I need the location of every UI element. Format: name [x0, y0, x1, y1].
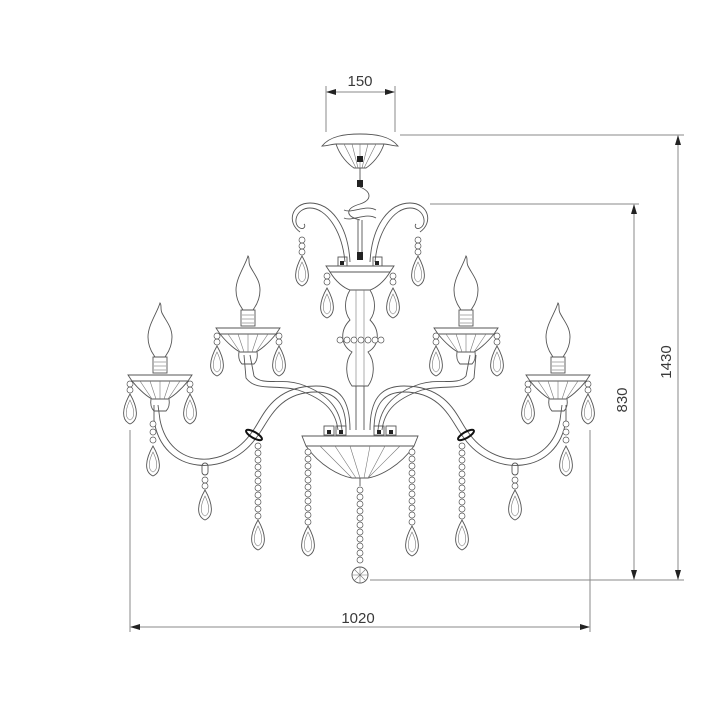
bottom-bowl	[301, 425, 419, 486]
upper-left-hook	[291, 202, 351, 287]
center-chain	[343, 186, 377, 260]
dimension-body-height: 830	[430, 203, 639, 580]
candle-arm-1	[123, 302, 197, 477]
dimension-canopy-width: 150	[325, 73, 396, 132]
center-column	[320, 256, 400, 430]
dimension-label-830: 830	[614, 387, 631, 412]
dimension-overall-height: 1430	[370, 134, 684, 581]
main-arms	[153, 354, 567, 466]
dimension-overall-width: 1020	[129, 430, 591, 632]
dimension-label-150: 150	[347, 73, 372, 90]
dimension-label-1020: 1020	[341, 610, 374, 627]
bead-strands	[198, 442, 522, 584]
candle-arm-3	[429, 255, 504, 377]
canopy	[321, 133, 399, 187]
candle-arm-2	[210, 255, 286, 377]
dimension-label-1430: 1430	[658, 345, 675, 378]
upper-right-hook	[369, 202, 429, 287]
bottom-ball-strand	[351, 486, 369, 584]
candle-arm-4	[521, 302, 595, 477]
